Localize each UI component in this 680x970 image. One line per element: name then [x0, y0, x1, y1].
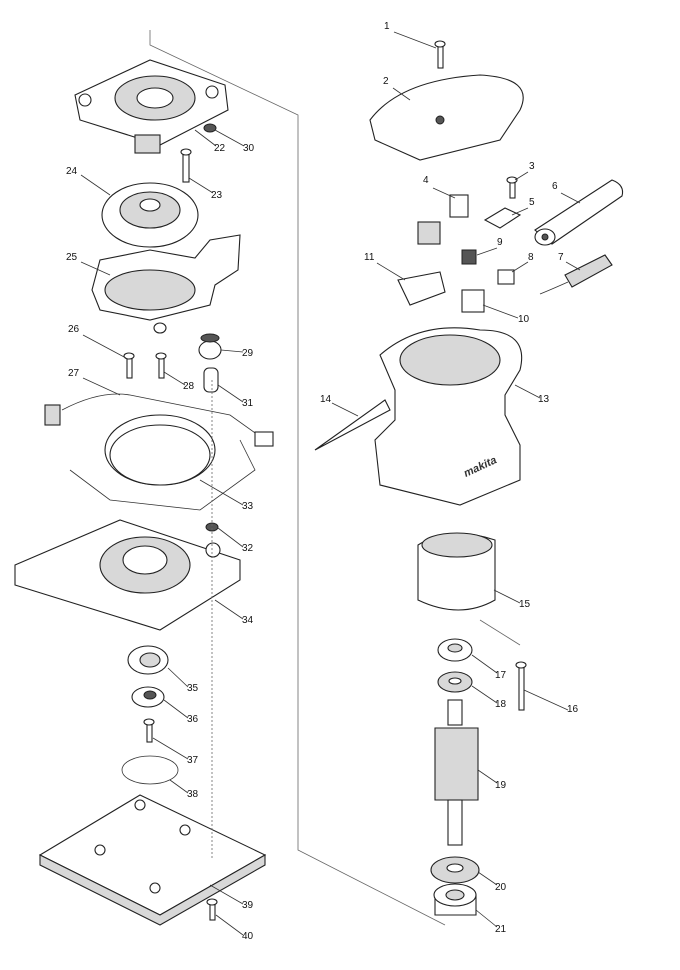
part-label-2: 2 [383, 76, 389, 87]
part-24-fan [101, 182, 199, 248]
part-3-screw [506, 176, 518, 199]
part-label-19: 19 [495, 780, 507, 791]
part-label-30: 30 [243, 143, 255, 154]
part-25-fan-housing [91, 234, 241, 334]
part-31-weight [203, 367, 219, 393]
part-label-26: 26 [68, 324, 80, 335]
part-label-32: 32 [242, 543, 254, 554]
part-label-27: 27 [68, 368, 80, 379]
part-19-armature [434, 699, 479, 846]
part-label-14: 14 [320, 394, 332, 405]
assembly-outline-2 [479, 619, 521, 646]
part-38-o-ring [121, 755, 179, 785]
part-label-39: 39 [242, 900, 254, 911]
part-label-24: 24 [66, 166, 78, 177]
part-20-washer [430, 856, 480, 884]
part-18-insulation-washer [437, 671, 473, 693]
part-label-28: 28 [183, 381, 195, 392]
part-13-motor-housing: makita [374, 327, 523, 506]
part-label-5: 5 [529, 197, 535, 208]
leader-lines [80, 31, 581, 936]
part-label-18: 18 [495, 699, 507, 710]
part-21-bearing [433, 883, 477, 916]
assembly-outline [149, 30, 446, 926]
part-15-field [417, 532, 496, 611]
part-10-terminal [461, 289, 485, 313]
part-label-37: 37 [187, 755, 199, 766]
part-29-bushing [198, 333, 222, 360]
part-17-bearing [437, 638, 473, 662]
part-label-15: 15 [519, 599, 531, 610]
part-label-29: 29 [242, 348, 254, 359]
part-8-brush [497, 269, 515, 285]
part-32-o-ring [205, 522, 219, 532]
part-37-screw [143, 718, 155, 743]
part-label-34: 34 [242, 615, 254, 626]
part-label-40: 40 [242, 931, 254, 942]
part-label-7: 7 [558, 252, 564, 263]
part-16-screw [515, 661, 527, 711]
part-label-9: 9 [497, 237, 503, 248]
part-label-4: 4 [423, 175, 429, 186]
part-36-eccentric [131, 686, 165, 708]
part-4-switch-lever [417, 194, 469, 245]
part-label-3: 3 [529, 161, 535, 172]
part-label-33: 33 [242, 501, 254, 512]
part-22-top-housing [74, 59, 229, 154]
part-7-cord [539, 254, 613, 295]
part-11-switch [397, 271, 446, 306]
part-label-31: 31 [242, 398, 254, 409]
part-26-screw [123, 352, 135, 379]
part-39-pad [38, 794, 267, 926]
part-label-8: 8 [528, 252, 534, 263]
part-label-11: 11 [364, 252, 375, 263]
part-label-36: 36 [187, 714, 199, 725]
part-27-lead-wire [44, 393, 274, 447]
part-label-35: 35 [187, 683, 199, 694]
part-9-brush-holder [461, 249, 477, 265]
part-label-1: 1 [384, 21, 390, 32]
part-label-25: 25 [66, 252, 78, 263]
part-label-38: 38 [187, 789, 199, 800]
part-2-cover [369, 74, 524, 161]
part-label-10: 10 [518, 314, 530, 325]
part-label-20: 20 [495, 882, 507, 893]
part-40-screw [206, 898, 218, 921]
part-14-name-plate [314, 399, 391, 451]
part-label-21: 21 [495, 924, 507, 935]
part-label-13: 13 [538, 394, 550, 405]
part-6-handle [534, 179, 624, 246]
part-5-holder [483, 207, 522, 229]
part-1-screw [434, 40, 446, 69]
part-35-bearing [127, 645, 169, 675]
part-label-23: 23 [211, 190, 223, 201]
part-28-screw [155, 352, 167, 379]
part-33-ring [69, 414, 256, 511]
part-label-22: 22 [214, 143, 226, 154]
part-30-o-ring [203, 123, 217, 133]
part-34-base [14, 519, 241, 631]
part-23-screw [180, 148, 192, 183]
part-label-6: 6 [552, 181, 558, 192]
part-label-17: 17 [495, 670, 507, 681]
part-label-16: 16 [567, 704, 579, 715]
